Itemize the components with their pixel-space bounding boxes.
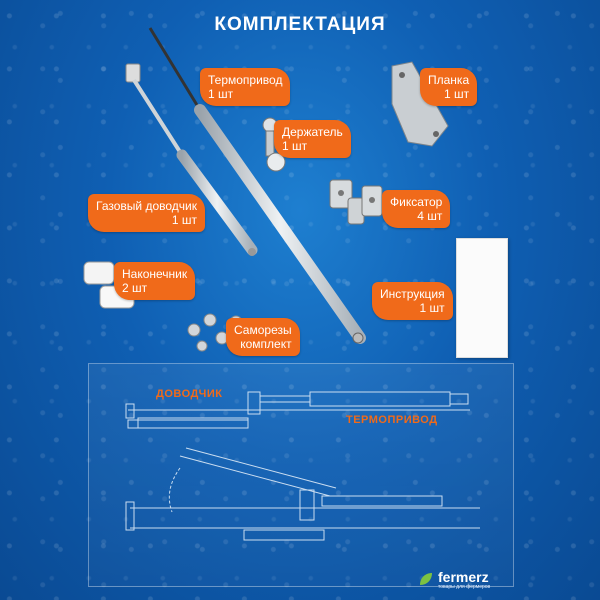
label-plate: Планка 1 шт (420, 68, 478, 106)
label-fixator: Фиксатор 4 шт (382, 190, 451, 228)
item-qty: 1 шт (171, 213, 197, 227)
label-thermal-actuator: Термопривод 1 шт (200, 68, 291, 106)
item-name: Планка (428, 73, 470, 87)
item-qty: 1 шт (419, 301, 445, 315)
brand-tagline: товары для фермеров (438, 584, 491, 590)
item-name: Держатель (282, 125, 343, 139)
diagram-label-closer: ДОВОДЧИК (156, 388, 223, 400)
item-qty: 1 шт (443, 87, 470, 101)
item-qty: 1 шт (208, 87, 234, 101)
item-name: Газовый доводчик (96, 199, 197, 213)
label-gas-closer: Газовый доводчик 1 шт (88, 194, 205, 232)
diagram-label-actuator: ТЕРМОПРИВОД (346, 414, 438, 426)
item-qty: 4 шт (417, 209, 443, 223)
item-qty: 2 шт (122, 281, 148, 295)
fixators-image (329, 179, 383, 225)
label-instruction: Инструкция 1 шт (372, 282, 453, 320)
leaf-icon (420, 573, 432, 585)
mounting-diagram (125, 391, 480, 541)
item-qty: комплект (240, 337, 292, 351)
gas-closer-image (125, 63, 258, 256)
page-title: КОМПЛЕКТАЦИЯ (214, 14, 386, 35)
brand-name: fermerz (438, 569, 489, 585)
instruction-sheet-image (456, 238, 508, 358)
item-name: Инструкция (380, 287, 445, 301)
thermal-actuator-image (148, 27, 366, 344)
label-holder: Держатель 1 шт (274, 120, 351, 158)
item-name: Наконечник (122, 267, 188, 281)
item-name: Термопривод (208, 73, 283, 87)
item-name: Фиксатор (390, 195, 443, 209)
brand-logo: fermerz товары для фермеров (418, 569, 528, 595)
label-screws: Саморезы комплект (226, 318, 300, 356)
item-name: Саморезы (234, 323, 292, 337)
item-qty: 1 шт (282, 139, 308, 153)
plate-image (391, 61, 449, 147)
label-end-cap: Наконечник 2 шт (114, 262, 196, 300)
diagram-panel (88, 363, 514, 587)
